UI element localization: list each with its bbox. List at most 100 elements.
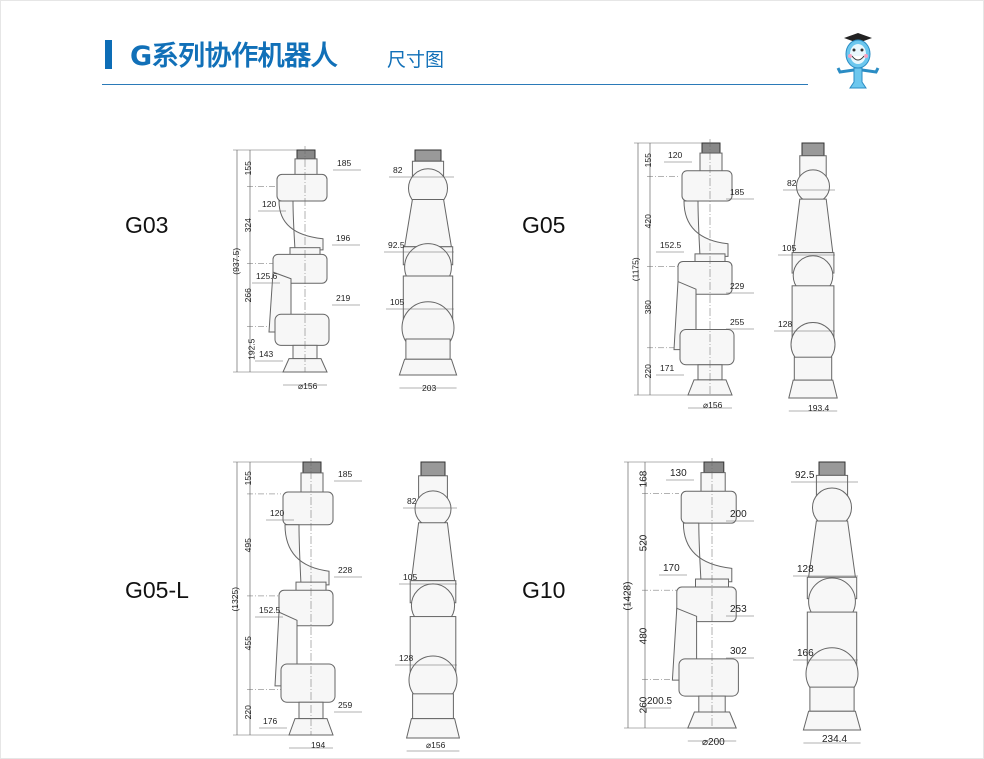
segment-length-label: 220: [242, 705, 253, 720]
shoulder-joint-housing: [280, 663, 336, 703]
forearm-link: [284, 524, 330, 586]
front-width-label: 82: [407, 496, 417, 506]
front-base-column: [405, 338, 451, 360]
width-dimension-label: 185: [338, 469, 353, 479]
front-forearm-link: [404, 199, 452, 248]
total-height-label: (937.5): [231, 247, 242, 275]
front-width-label: 105: [782, 243, 797, 253]
width-dimension-label: 200: [730, 509, 747, 520]
front-base-flange: [398, 358, 458, 376]
width-dimension-label: 219: [336, 293, 351, 303]
model-name: G05-L: [125, 577, 189, 603]
segment-length-label: 324: [242, 218, 253, 233]
front-tool-flange: [414, 149, 442, 162]
segment-length-label: 266: [242, 288, 253, 303]
model-name: G03: [125, 212, 169, 238]
front-base-width-label: 193.4: [808, 403, 830, 413]
front-width-label: 105: [403, 572, 418, 582]
mascot-graduate-icon: [836, 33, 880, 89]
base-flange: [282, 358, 328, 373]
segment-length-label: 168: [638, 470, 650, 487]
width-dimension-label: 130: [670, 468, 687, 479]
width-dimension-label: 185: [730, 187, 745, 197]
segment-length-label: 480: [638, 627, 650, 645]
width-dimension-label: 125.6: [256, 271, 278, 281]
total-height-label: (1325): [230, 586, 241, 612]
segment-length-label: 155: [242, 471, 253, 486]
front-base-flange: [405, 718, 461, 739]
front-base-width-label: 203: [422, 383, 437, 393]
wrist-joint-housing: [680, 490, 737, 524]
model-name: G05: [522, 212, 566, 238]
width-dimension-label: 171: [660, 363, 675, 373]
front-width-label: 92.5: [388, 240, 405, 250]
width-dimension-label: 259: [338, 700, 353, 710]
tool-flange: [296, 149, 316, 160]
base-width-label: ⌀156: [703, 400, 723, 410]
segment-length-label: 420: [642, 214, 653, 229]
front-base-column: [412, 693, 454, 720]
elbow-joint-housing: [677, 260, 733, 295]
tool-flange: [701, 142, 721, 154]
base-flange: [288, 718, 334, 736]
front-base-flange: [802, 710, 862, 731]
width-dimension-label: 229: [730, 281, 745, 291]
width-dimension-label: 170: [663, 563, 680, 574]
elbow-joint-housing: [676, 586, 737, 623]
width-dimension-label: 255: [730, 317, 745, 327]
title-accent-bar: [105, 40, 112, 69]
front-tool-flange: [801, 142, 825, 157]
forearm-link: [278, 200, 324, 251]
page-subtitle: 尺寸图: [387, 49, 445, 71]
width-dimension-label: 302: [730, 646, 747, 657]
segment-length-label: 220: [642, 364, 653, 379]
width-dimension-label: 253: [730, 604, 747, 615]
front-width-label: 105: [390, 297, 405, 307]
width-dimension-label: 120: [262, 199, 277, 209]
front-width-label: 92.5: [795, 470, 815, 481]
width-dimension-label: 120: [270, 508, 285, 518]
width-dimension-label: 152.5: [660, 240, 682, 250]
front-base-column: [809, 686, 855, 712]
width-dimension-label: 196: [336, 233, 351, 243]
front-forearm-link: [410, 522, 456, 582]
shoulder-joint-housing: [678, 658, 739, 697]
front-forearm-link: [808, 520, 856, 578]
front-width-label: 128: [778, 319, 793, 329]
width-dimension-label: 120: [668, 150, 683, 160]
width-dimension-label: 152.5: [259, 605, 281, 615]
front-base-flange: [788, 379, 838, 399]
base-width-label: 194: [311, 740, 326, 750]
front-width-label: 82: [393, 165, 403, 175]
elbow-joint-housing: [272, 253, 328, 284]
page-title: G系列协作机器人: [130, 41, 338, 72]
shoulder-joint-housing: [679, 328, 735, 366]
width-dimension-label: 200.5: [647, 696, 673, 707]
forearm-link: [682, 522, 733, 583]
front-base-width-label: 234.4: [822, 734, 848, 745]
front-tool-flange: [818, 461, 846, 476]
base-width-label: ⌀200: [702, 737, 725, 748]
front-width-label: 128: [399, 653, 414, 663]
wrist-joint-housing: [282, 491, 334, 526]
front-wrist-joint: [414, 490, 452, 528]
tool-flange: [302, 461, 322, 474]
front-base-column: [793, 356, 833, 381]
segment-length-label: 495: [242, 538, 253, 553]
width-dimension-label: 143: [259, 349, 274, 359]
width-dimension-label: 176: [263, 716, 278, 726]
total-height-label: (1175): [630, 257, 641, 282]
front-forearm-link: [792, 198, 834, 254]
wrist-joint-housing: [276, 173, 328, 202]
segment-length-label: 380: [642, 300, 653, 315]
front-width-label: 128: [797, 564, 814, 575]
segment-length-label: 192.5: [246, 338, 257, 361]
segment-length-label: 155: [642, 152, 653, 167]
title-divider: [102, 84, 808, 85]
segment-length-label: 520: [638, 534, 650, 552]
shoulder-joint-housing: [274, 313, 330, 346]
total-height-label: (1428): [622, 581, 634, 611]
wrist-joint-housing: [681, 170, 733, 202]
front-tool-flange: [420, 461, 446, 477]
base-width-label: ⌀156: [298, 381, 318, 391]
